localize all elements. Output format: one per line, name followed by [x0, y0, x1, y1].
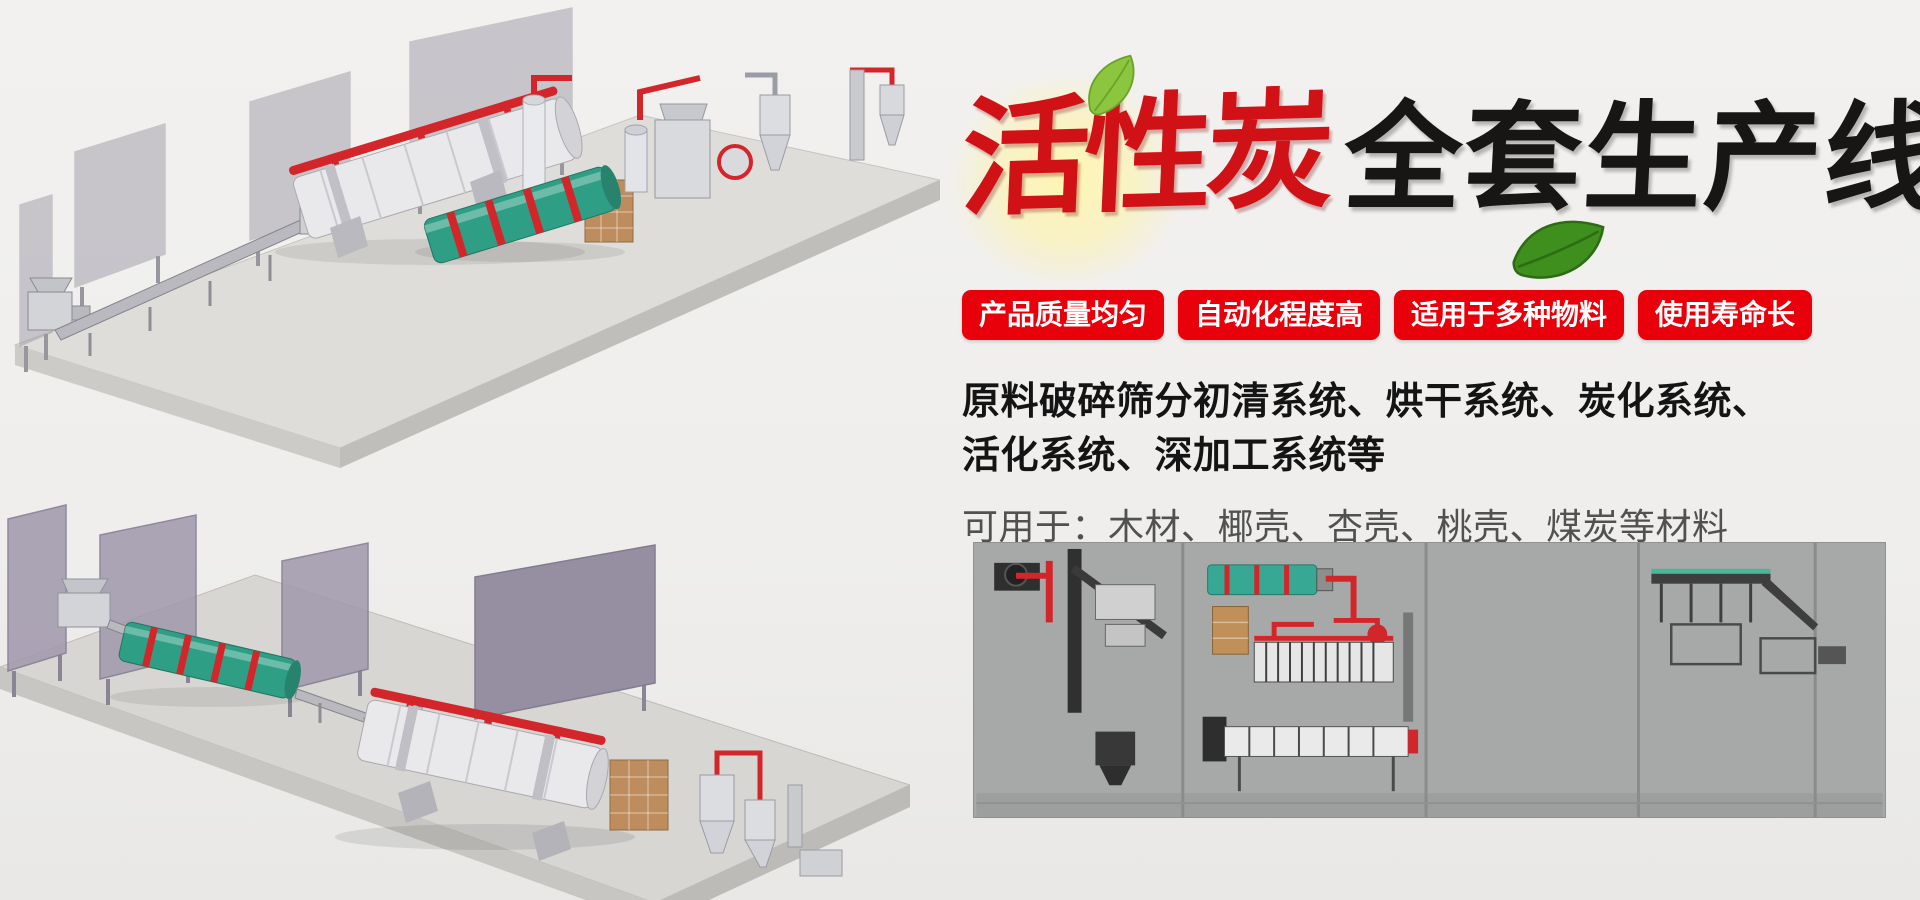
ribbed-drum-2	[1202, 716, 1419, 792]
leaf-icon	[1512, 220, 1605, 279]
description-line-2: 活化系统、深加工系统等	[962, 434, 1386, 477]
feed-cluster	[994, 548, 1167, 786]
production-line-render-bottom	[0, 504, 910, 900]
leaf-icon	[1088, 54, 1135, 116]
cyclone-silos	[699, 750, 843, 877]
feature-badge-materials: 适用于多种物料	[1394, 290, 1625, 340]
feature-badge-lifespan: 使用寿命长	[1638, 290, 1813, 340]
materials-line: 可用于：木材、椰壳、杏壳、桃壳、煤炭等材料	[962, 505, 1729, 547]
scrubber-column	[522, 75, 572, 196]
activation-drum	[357, 687, 609, 810]
production-line-render-top	[13, 7, 940, 468]
production-line-layout-inset	[973, 542, 1886, 818]
structural-columns	[976, 543, 1883, 817]
title-glow	[902, 30, 1232, 330]
layout-inset-drawing	[976, 543, 1883, 817]
ribbed-drum-1	[1253, 612, 1414, 722]
wall-panels-purple	[7, 504, 656, 745]
furnace-tank-cluster	[624, 75, 753, 199]
rotary-drum-green	[118, 621, 301, 700]
cyclone-separators-top	[745, 67, 905, 171]
promo-content: 活性炭全套生产线 产品质量均匀 自动化程度高 适用于多种物料 使用寿命长 原料破…	[902, 30, 1920, 550]
cooling-drum-green	[423, 165, 622, 264]
title-highlight: 活性炭	[958, 79, 1332, 232]
rotary-dryer-drum	[289, 86, 583, 239]
title-rest: 全套生产线	[1340, 93, 1920, 225]
right-conveyor-cluster	[1651, 568, 1846, 675]
brick-kiln	[609, 759, 669, 831]
tan-brick-box	[1212, 606, 1249, 655]
description-line-1: 原料破碎筛分初清系统、烘干系统、炭化系统、	[962, 381, 1771, 423]
system-description: 原料破碎筛分初清系统、烘干系统、炭化系统、 活化系统、深加工系统等	[962, 376, 1902, 484]
banner-title: 活性炭全套生产线	[902, 30, 1920, 330]
teal-drum	[1207, 564, 1357, 621]
